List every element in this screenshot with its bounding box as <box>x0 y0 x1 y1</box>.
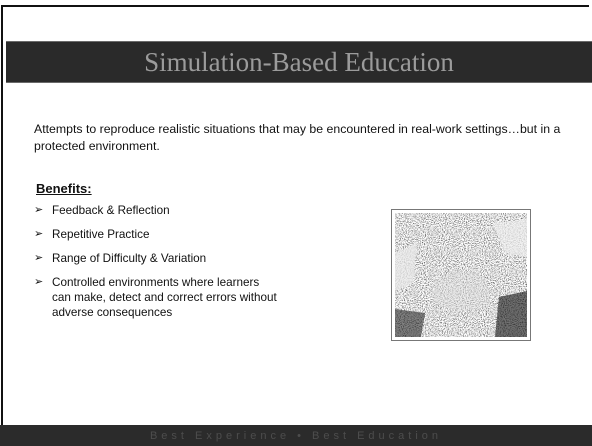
arrow-bullet-icon: ➢ <box>34 252 44 264</box>
benefit-item: ➢ Feedback & Reflection <box>34 203 364 218</box>
benefit-item: ➢ Controlled environments where learners… <box>34 275 364 320</box>
benefits-heading: Benefits: <box>36 181 92 196</box>
benefit-text: Feedback & Reflection <box>52 204 170 217</box>
benefit-item: ➢ Repetitive Practice <box>34 227 364 242</box>
footer-bar: Best Experience • Best Education <box>0 425 592 446</box>
benefits-list: ➢ Feedback & Reflection ➢ Repetitive Pra… <box>34 203 364 329</box>
benefit-item: ➢ Range of Difficulty & Variation <box>34 251 364 266</box>
intro-text: Attempts to reproduce realistic situatio… <box>34 122 561 153</box>
benefit-text: Controlled environments where learners c… <box>52 276 277 319</box>
arrow-bullet-icon: ➢ <box>34 204 44 216</box>
title-bar: Simulation-Based Education <box>6 41 592 83</box>
arrow-bullet-icon: ➢ <box>34 228 44 240</box>
simulation-photo <box>391 209 531 341</box>
benefit-text: Range of Difficulty & Variation <box>52 252 207 265</box>
arrow-bullet-icon: ➢ <box>34 276 44 288</box>
benefit-text: Repetitive Practice <box>52 228 150 241</box>
slide-title: Simulation-Based Education <box>144 46 454 77</box>
footer-tagline: Best Experience • Best Education <box>149 429 443 442</box>
photo-image <box>395 213 527 337</box>
